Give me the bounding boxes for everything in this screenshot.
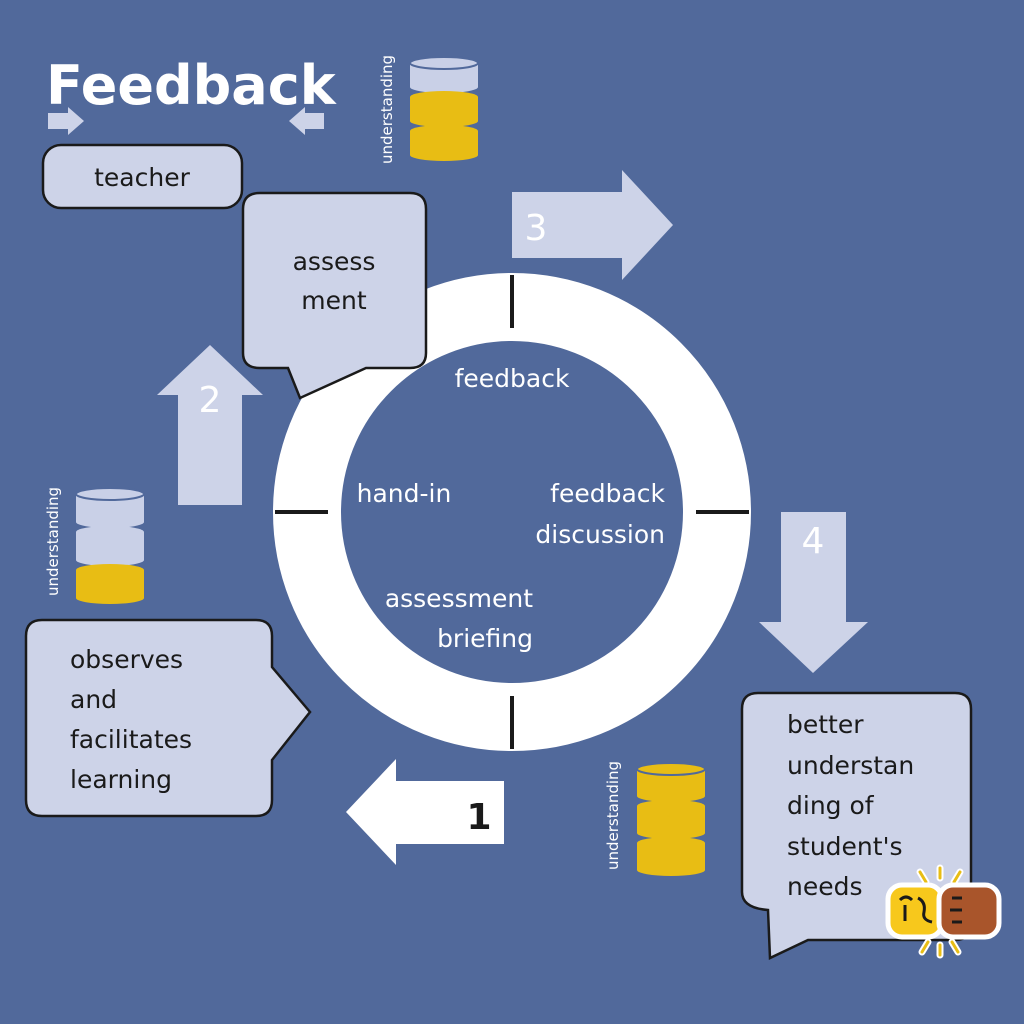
cycle-label-feedback: feedback — [455, 364, 570, 393]
better-line-5: needs — [787, 872, 863, 901]
assessment-bubble-line-2: ment — [301, 286, 367, 315]
better-line-1: better — [787, 710, 864, 739]
step-2-number: 2 — [199, 380, 222, 421]
step-4-arrow: 4 — [759, 512, 868, 673]
understanding-layer-bottom-2 — [637, 837, 705, 876]
step-3-number: 3 — [525, 208, 548, 249]
understanding-label-left: understanding — [44, 487, 62, 596]
understanding-layer-bottom-1 — [637, 800, 705, 839]
understanding-stack-top — [409, 56, 479, 161]
better-line-4: student's — [787, 832, 902, 861]
understanding-cap-left — [75, 487, 145, 501]
step-1-number: 1 — [466, 797, 491, 838]
understanding-label-bottom: understanding — [604, 761, 622, 870]
understanding-layer-left-2 — [76, 564, 144, 604]
page-title: Feedback — [46, 54, 337, 117]
understanding-label-top: understanding — [378, 55, 396, 164]
understanding-layer-left-1 — [76, 526, 144, 566]
cycle-label-assessment-briefing-1: assessment — [385, 584, 533, 613]
understanding-cap-bottom — [636, 762, 706, 776]
teacher-label: teacher — [94, 163, 190, 192]
understanding-layer-top-2 — [410, 125, 478, 161]
cycle-label-hand-in: hand-in — [357, 479, 452, 508]
title-arrow-left-icon — [289, 107, 324, 135]
step-1-arrow: 1 — [346, 759, 504, 865]
step-4-number: 4 — [802, 521, 825, 562]
step-3-arrow: 3 — [512, 170, 673, 280]
better-line-3: ding of — [787, 791, 875, 820]
title-arrow-right-icon — [48, 107, 84, 135]
cycle-label-feedback-discussion-2: discussion — [535, 520, 665, 549]
cycle-label-feedback-discussion-1: feedback — [550, 479, 665, 508]
teacher-box: teacher — [41, 143, 244, 210]
observes-line-3: facilitates — [70, 725, 192, 754]
understanding-stack-left — [75, 487, 145, 604]
observes-line-4: learning — [70, 765, 172, 794]
cycle-ring — [273, 273, 751, 751]
observes-line-1: observes — [70, 645, 183, 674]
observes-line-2: and — [70, 685, 117, 714]
understanding-layer-top-1 — [410, 91, 478, 127]
assessment-bubble-line-1: assess — [293, 247, 376, 276]
understanding-stack-bottom — [636, 762, 706, 876]
assessment-bubble: assess ment — [241, 191, 428, 400]
understanding-cap-top — [409, 56, 479, 70]
fist-bump-icon — [885, 864, 1002, 959]
observes-bubble: observes and facilitates learning — [24, 618, 312, 818]
cycle-label-assessment-briefing-2: briefing — [437, 624, 533, 653]
step-2-arrow: 2 — [157, 345, 263, 505]
better-line-2: understan — [787, 751, 914, 780]
